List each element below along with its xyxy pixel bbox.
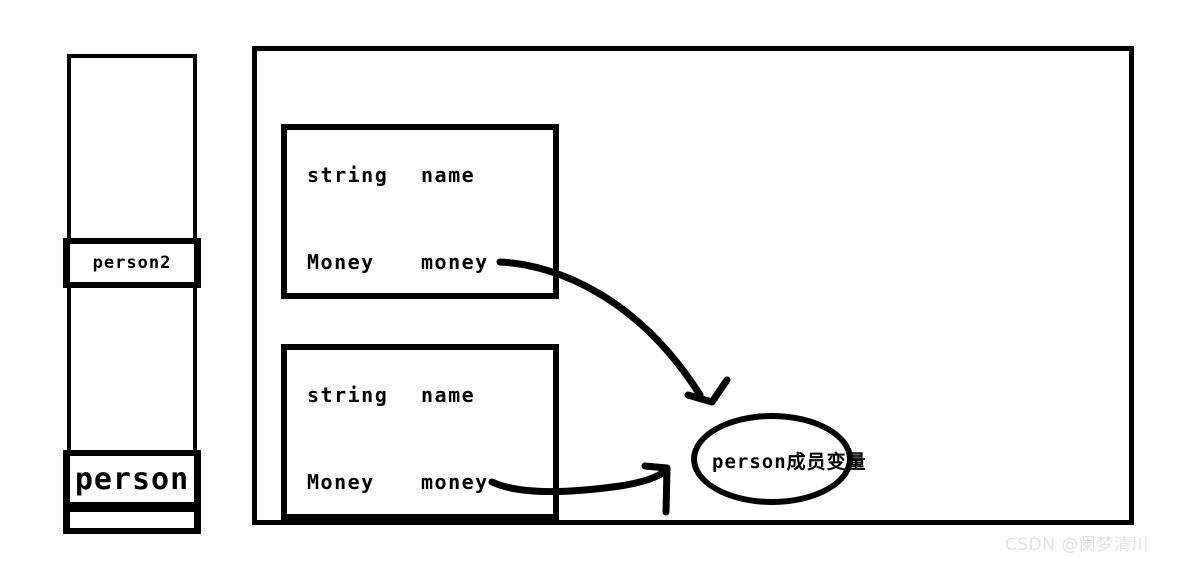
stack-cell-person: person — [63, 450, 201, 508]
annotation-ellipse-label: person成员变量 — [712, 451, 867, 473]
object-2-field-name: string name — [307, 383, 475, 407]
stack-cell-person2: person2 — [63, 238, 201, 288]
object-2-field-money-identifier: money — [421, 470, 489, 494]
stack-cell-empty-bottom — [63, 506, 201, 534]
stack-cell-label-person: person — [74, 461, 190, 497]
watermark-text: CSDN @阑梦清川 — [1005, 535, 1149, 555]
object-box-1: string name Money money — [281, 124, 559, 299]
object-2-field-money-type: Money — [307, 470, 375, 494]
object-2-field-name-type: string — [307, 383, 389, 407]
object-1-field-name: string name — [307, 163, 475, 187]
object-2-field-money: Money money — [307, 470, 489, 494]
object-1-field-money-type: Money — [307, 250, 375, 274]
stack-cell-label-person2: person2 — [92, 253, 172, 273]
object-1-field-name-identifier: name — [421, 163, 476, 187]
object-2-field-name-identifier: name — [421, 383, 476, 407]
object-box-2: string name Money money — [281, 344, 559, 520]
object-1-field-money-identifier: money — [421, 250, 489, 274]
annotation-ellipse — [691, 413, 853, 505]
object-1-field-money: Money money — [307, 250, 489, 274]
object-1-field-name-type: string — [307, 163, 389, 187]
